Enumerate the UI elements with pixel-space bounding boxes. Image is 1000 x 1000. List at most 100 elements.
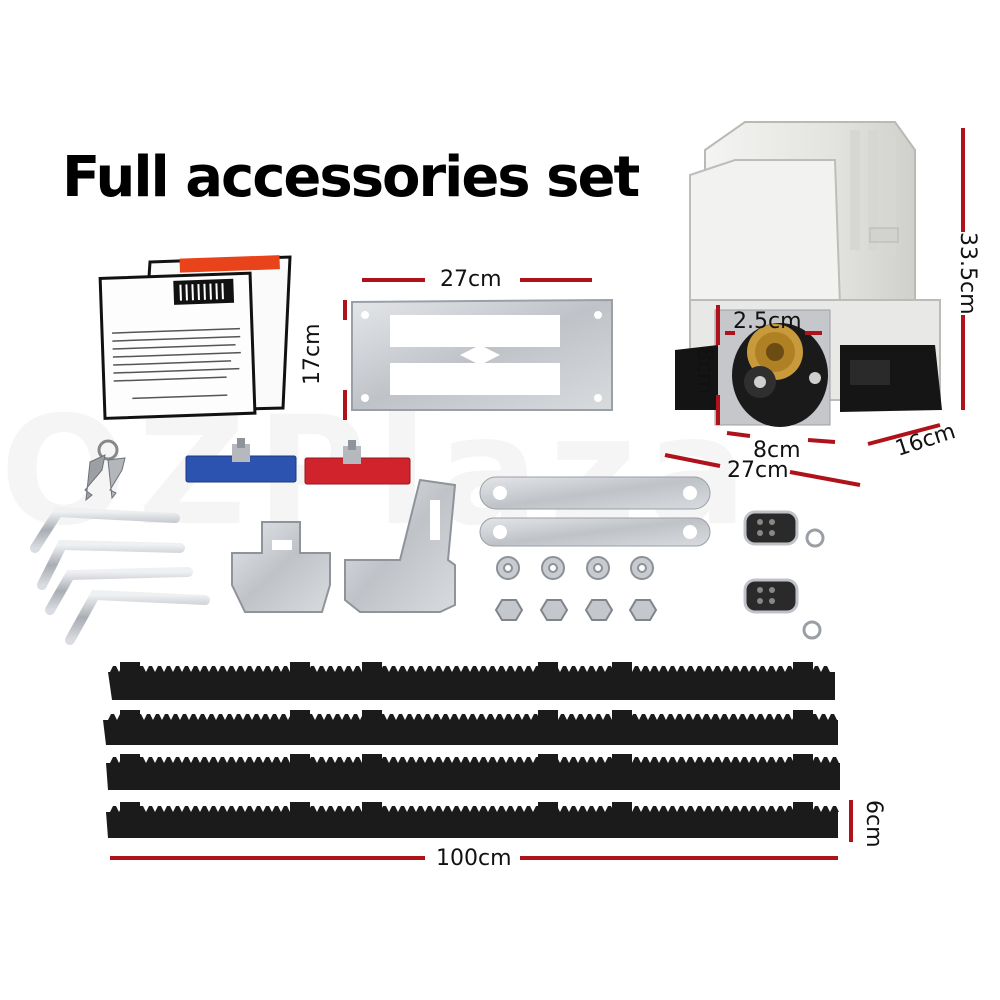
rack-tooth bbox=[335, 666, 344, 672]
rack-tooth bbox=[236, 806, 245, 812]
rack-tooth bbox=[641, 806, 650, 812]
rack-tooth bbox=[468, 714, 477, 720]
rack-tooth bbox=[659, 757, 668, 763]
rack-tooth bbox=[801, 714, 810, 720]
rack-tooth bbox=[713, 757, 722, 763]
rack-tooth bbox=[119, 757, 128, 763]
rack-tooth bbox=[470, 666, 479, 672]
rack-tooth bbox=[299, 666, 308, 672]
rack-tooth bbox=[360, 714, 369, 720]
rack-tooth bbox=[479, 757, 488, 763]
rack-tooth bbox=[434, 666, 443, 672]
rack-tooth bbox=[693, 714, 702, 720]
rack-tooth bbox=[641, 666, 650, 672]
anchor-bolts bbox=[30, 506, 210, 645]
base-width-label: 8cm bbox=[753, 438, 801, 463]
rack-tooth bbox=[551, 806, 560, 812]
rack-tooth bbox=[173, 666, 182, 672]
rack-tooth bbox=[794, 757, 803, 763]
rack-tooth bbox=[261, 714, 270, 720]
rack-tooth bbox=[587, 666, 596, 672]
rack-tooth bbox=[146, 666, 155, 672]
rack-tooth bbox=[758, 757, 767, 763]
gear-rack-1 bbox=[108, 662, 835, 700]
rack-tooth bbox=[398, 757, 407, 763]
rack-tooth bbox=[200, 806, 209, 812]
rack-tooth bbox=[578, 806, 587, 812]
rack-tooth bbox=[720, 714, 729, 720]
rack-tooth bbox=[353, 666, 362, 672]
rack-tooth bbox=[155, 666, 164, 672]
rack-tooth bbox=[137, 757, 146, 763]
rack-tooth bbox=[479, 806, 488, 812]
rack-length-label: 100cm bbox=[436, 846, 512, 871]
rack-tooth bbox=[542, 806, 551, 812]
rack-tooth bbox=[326, 757, 335, 763]
rack-tooth bbox=[434, 757, 443, 763]
rack-tooth bbox=[731, 757, 740, 763]
rack-tooth bbox=[452, 806, 461, 812]
rack-tooth bbox=[515, 806, 524, 812]
motor-height-label: 33.5cm bbox=[955, 232, 980, 315]
rack-tooth bbox=[432, 714, 441, 720]
rack-tooth bbox=[641, 757, 650, 763]
rack-tooth bbox=[225, 714, 234, 720]
rack-tooth bbox=[254, 666, 263, 672]
rack-tooth bbox=[477, 714, 486, 720]
rack-tooth bbox=[792, 714, 801, 720]
rack-tooth bbox=[783, 714, 792, 720]
rack-tooth bbox=[758, 666, 767, 672]
flat-plates bbox=[479, 476, 711, 547]
rack-tooth bbox=[740, 806, 749, 812]
keys bbox=[84, 439, 126, 502]
rack-tooth bbox=[162, 714, 171, 720]
rack-tooth bbox=[443, 666, 452, 672]
rack-tooth bbox=[713, 666, 722, 672]
rack-tooth bbox=[272, 666, 281, 672]
rack-tooth bbox=[362, 666, 371, 672]
rack-tooth bbox=[335, 757, 344, 763]
rack-tooth bbox=[128, 806, 137, 812]
rack-tooth bbox=[684, 714, 693, 720]
rack-tooth bbox=[263, 806, 272, 812]
rack-tooth bbox=[810, 714, 819, 720]
rack-tooth bbox=[560, 666, 569, 672]
rack-tooth bbox=[263, 666, 272, 672]
rack-tooth bbox=[540, 714, 549, 720]
rack-tooth bbox=[756, 714, 765, 720]
rack-tooth bbox=[326, 666, 335, 672]
rack-tooth bbox=[389, 806, 398, 812]
hex-nuts bbox=[494, 599, 658, 621]
rack-tooth bbox=[191, 666, 200, 672]
rack-tooth bbox=[675, 714, 684, 720]
rack-tooth bbox=[182, 806, 191, 812]
rack-tooth bbox=[533, 757, 542, 763]
rack-tooth bbox=[182, 757, 191, 763]
rack-tooth bbox=[342, 714, 351, 720]
rack-tooth bbox=[281, 806, 290, 812]
gear-width-label: 2.5cm bbox=[733, 309, 802, 334]
rack-tooth bbox=[344, 757, 353, 763]
rack-tooth bbox=[371, 757, 380, 763]
rack-tooth bbox=[146, 757, 155, 763]
rack-tooth bbox=[614, 757, 623, 763]
rack-tooth bbox=[306, 714, 315, 720]
rack-tooth bbox=[227, 666, 236, 672]
rack-tooth bbox=[603, 714, 612, 720]
rack-tooth bbox=[830, 757, 839, 763]
rack-tooth bbox=[722, 806, 731, 812]
rack-tooth bbox=[524, 806, 533, 812]
rack-tooth bbox=[747, 714, 756, 720]
rack-tooth bbox=[830, 806, 839, 812]
rack-tooth bbox=[371, 806, 380, 812]
rack-tooth bbox=[173, 757, 182, 763]
rack-tooth bbox=[569, 806, 578, 812]
rack-tooth bbox=[497, 666, 506, 672]
rack-tooth bbox=[524, 757, 533, 763]
rack-tooth bbox=[702, 714, 711, 720]
rack-tooth bbox=[452, 666, 461, 672]
rack-tooth bbox=[191, 757, 200, 763]
rack-tooth bbox=[621, 714, 630, 720]
rack-tooth bbox=[677, 757, 686, 763]
